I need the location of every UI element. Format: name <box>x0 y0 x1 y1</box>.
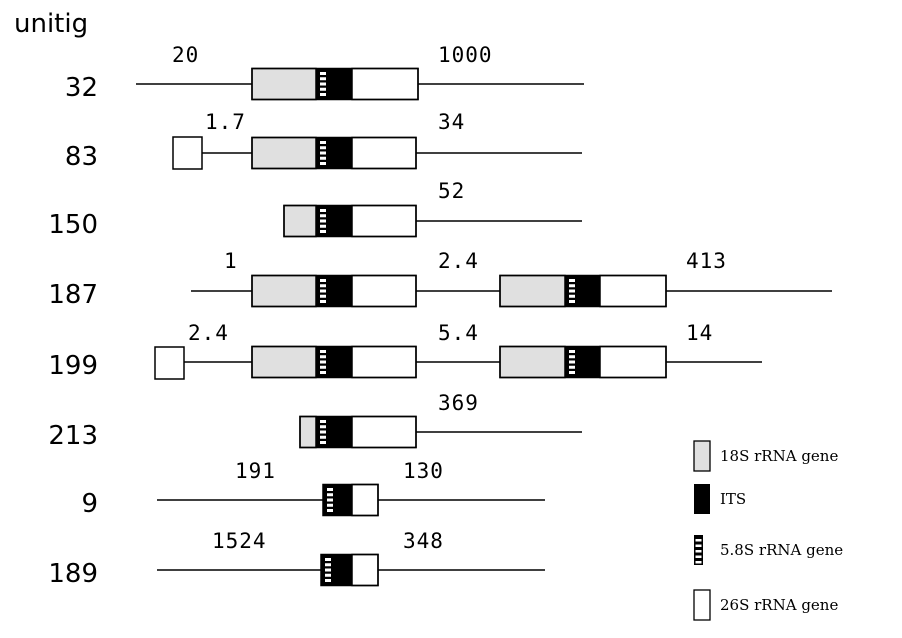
unitig-row-187: 187 1 2.4 413 <box>48 249 832 310</box>
legend-item-rrna_26s: 26S rRNA gene <box>693 589 838 621</box>
distance-label: 130 <box>403 459 444 483</box>
rrna-18s-box <box>251 136 317 170</box>
rrna-gene-cluster <box>499 345 667 379</box>
rrna-58s-dashes <box>320 141 326 165</box>
unitig-id: 213 <box>48 421 98 451</box>
rrna-58s-dashes <box>320 279 326 303</box>
rrna-18s-box <box>499 274 566 308</box>
legend-swatch-58s <box>694 535 703 565</box>
distance-label: 20 <box>172 43 199 67</box>
unitig-row-189: 189 1524 348 <box>48 529 545 589</box>
rrna-18s-box <box>499 345 566 379</box>
rrna-26s-box <box>351 415 417 449</box>
unitig-id: 187 <box>48 280 98 310</box>
rrna-26s-box <box>599 345 667 379</box>
rrna-26s-box <box>351 274 417 308</box>
rrna-26s-box <box>351 345 417 379</box>
distance-label: 413 <box>686 249 727 273</box>
unitig-row-150: 150 52 <box>48 179 582 240</box>
rrna-gene-cluster <box>499 274 667 308</box>
distance-label: 191 <box>235 459 276 483</box>
rrna-gene-cluster <box>283 204 417 238</box>
unitig-row-199: 199 2.4 5.4 14 <box>48 321 762 381</box>
small-box <box>154 346 185 380</box>
distance-label: 2.4 <box>438 249 479 273</box>
unitig-id: 199 <box>48 351 98 381</box>
rrna-58s-dashes <box>320 209 326 233</box>
unitig-row-9: 9 191 130 <box>81 459 545 519</box>
legend-label: 18S rRNA gene <box>720 447 838 465</box>
legend-swatch-18s <box>693 440 711 472</box>
unitig-id: 32 <box>65 73 98 103</box>
distance-label: 369 <box>438 391 479 415</box>
legend-item-its: ITS <box>694 484 746 514</box>
unitig-id: 83 <box>65 142 98 172</box>
distance-label: 34 <box>438 110 465 134</box>
distance-label: 1 <box>224 249 238 273</box>
rrna-gene-cluster <box>251 345 417 379</box>
unitig-id: 189 <box>48 559 98 589</box>
distance-label: 1.7 <box>205 110 246 134</box>
small-box <box>172 136 203 170</box>
rrna-58s-dashes <box>320 72 326 96</box>
rrna-58s-dashes <box>320 420 326 444</box>
rrna-18s-box <box>299 415 317 449</box>
legend-swatch-its <box>694 484 710 514</box>
rrna-26s-box <box>351 136 417 170</box>
legend-label: 5.8S rRNA gene <box>720 541 843 559</box>
distance-label: 2.4 <box>188 321 229 345</box>
unitig-row-32: 32 20 1000 <box>65 43 584 103</box>
unitig-header: unitig <box>14 9 88 39</box>
distance-label: 1524 <box>212 529 267 553</box>
rrna-18s-box <box>283 204 317 238</box>
rrna-gene-cluster <box>299 415 417 449</box>
rrna-58s-dashes <box>569 279 575 303</box>
distance-label: 52 <box>438 179 465 203</box>
rrna-58s-dashes <box>325 558 331 582</box>
rrna-58s-dashes <box>327 488 333 512</box>
unitig-id: 9 <box>81 489 98 519</box>
unitig-row-83: 83 1.7 34 <box>65 110 582 172</box>
rrna-gene-cluster <box>251 136 417 170</box>
unitig-id: 150 <box>48 210 98 240</box>
rrna-58s-dashes <box>569 350 575 374</box>
rrna-26s-box <box>351 67 419 101</box>
rrna-18s-box <box>251 67 317 101</box>
rrna-18s-box <box>251 345 317 379</box>
rrna-26s-box <box>351 204 417 238</box>
rrna-gene-cluster <box>322 483 379 517</box>
rrna-58s-dashes <box>320 350 326 374</box>
unitig-row-213: 213 369 <box>48 391 582 451</box>
rrna-26s-box <box>599 274 667 308</box>
distance-label: 1000 <box>438 43 493 67</box>
legend-item-rrna_58s: 5.8S rRNA gene <box>694 535 843 565</box>
distance-label: 14 <box>686 321 713 345</box>
rrna-gene-cluster <box>251 274 417 308</box>
rrna-gene-cluster <box>251 67 419 101</box>
rrna-26s-box <box>351 553 379 587</box>
rrna-18s-box <box>251 274 317 308</box>
rrna-26s-box <box>351 483 379 517</box>
legend-swatch-26s <box>693 589 711 621</box>
legend-label: ITS <box>720 490 746 508</box>
distance-label: 348 <box>403 529 444 553</box>
legend-item-rrna_18s: 18S rRNA gene <box>693 440 838 472</box>
distance-label: 5.4 <box>438 321 479 345</box>
rrna-gene-cluster <box>320 553 379 587</box>
legend-label: 26S rRNA gene <box>720 596 838 614</box>
